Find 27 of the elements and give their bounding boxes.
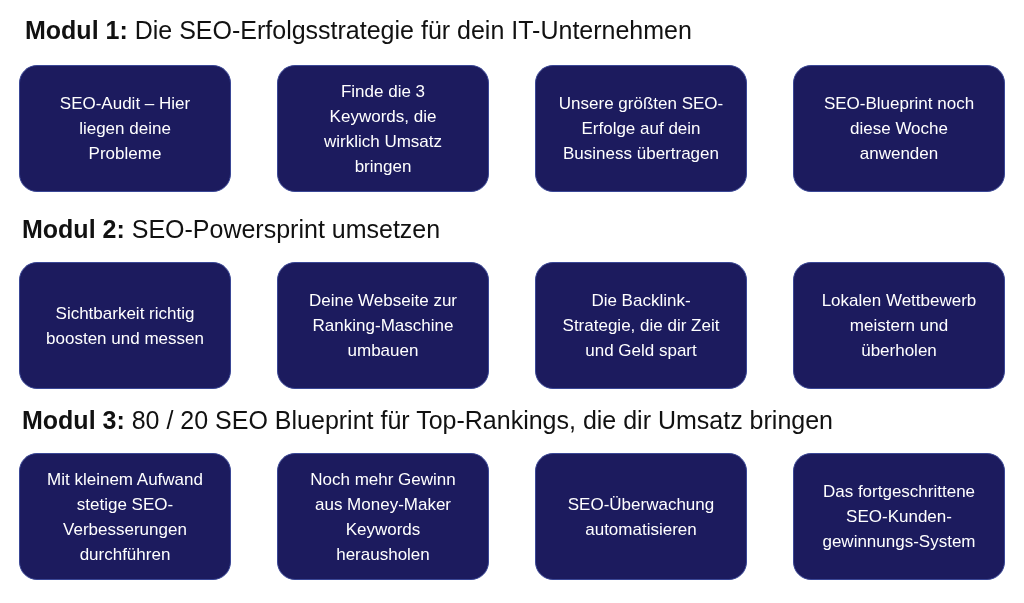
module-card xyxy=(535,453,747,580)
module-heading: Modul 3: 80 / 20 SEO Blueprint für Top-Rankings, die dir Umsatz bringen xyxy=(22,405,833,435)
card-text: SEO-Blueprint noch diese Woche anwenden xyxy=(822,93,976,165)
module-card xyxy=(793,262,1005,389)
card-text: Lokalen Wettbewerb meistern und überholen xyxy=(820,290,978,362)
module-card xyxy=(19,65,231,192)
card-text: Die Backlink-Strategie, die dir Zeit und Geld spart xyxy=(561,290,721,362)
card-text: Noch mehr Gewinn aus Money-Maker Keywords herausholen xyxy=(309,468,457,566)
module-card xyxy=(19,453,231,580)
card-text: Deine Webseite zur Ranking-Maschine umbauen xyxy=(307,290,458,362)
module-card xyxy=(277,65,489,192)
module-heading: Modul 2: SEO-Powersprint umsetzen xyxy=(22,214,441,244)
card-text: Unsere größten SEO-Erfolge auf dein Business übertragen xyxy=(557,93,725,165)
card-text: Das fortgeschrittene SEO-Kunden-gewinnungs-System xyxy=(821,481,977,553)
module-card xyxy=(19,262,231,389)
module-card xyxy=(793,65,1005,192)
card-text: SEO-Audit – Hier liegen deine Probleme xyxy=(58,93,192,165)
module-card xyxy=(277,262,489,389)
module-heading: Modul 1: Die SEO-Erfolgsstrategie für dein IT-Unternehmen xyxy=(25,15,692,45)
card-text: Finde die 3 Keywords, die wirklich Umsatz bringen xyxy=(322,80,444,178)
module-card xyxy=(535,65,747,192)
card-text: Mit kleinem Aufwand stetige SEO-Verbesserungen durchführen xyxy=(46,468,204,566)
module-card xyxy=(277,453,489,580)
card-text: SEO-Überwachung automatisieren xyxy=(566,493,716,541)
module-card xyxy=(793,453,1005,580)
module-card xyxy=(535,262,747,389)
card-text: Sichtbarkeit richtig boosten und messen xyxy=(45,302,205,350)
